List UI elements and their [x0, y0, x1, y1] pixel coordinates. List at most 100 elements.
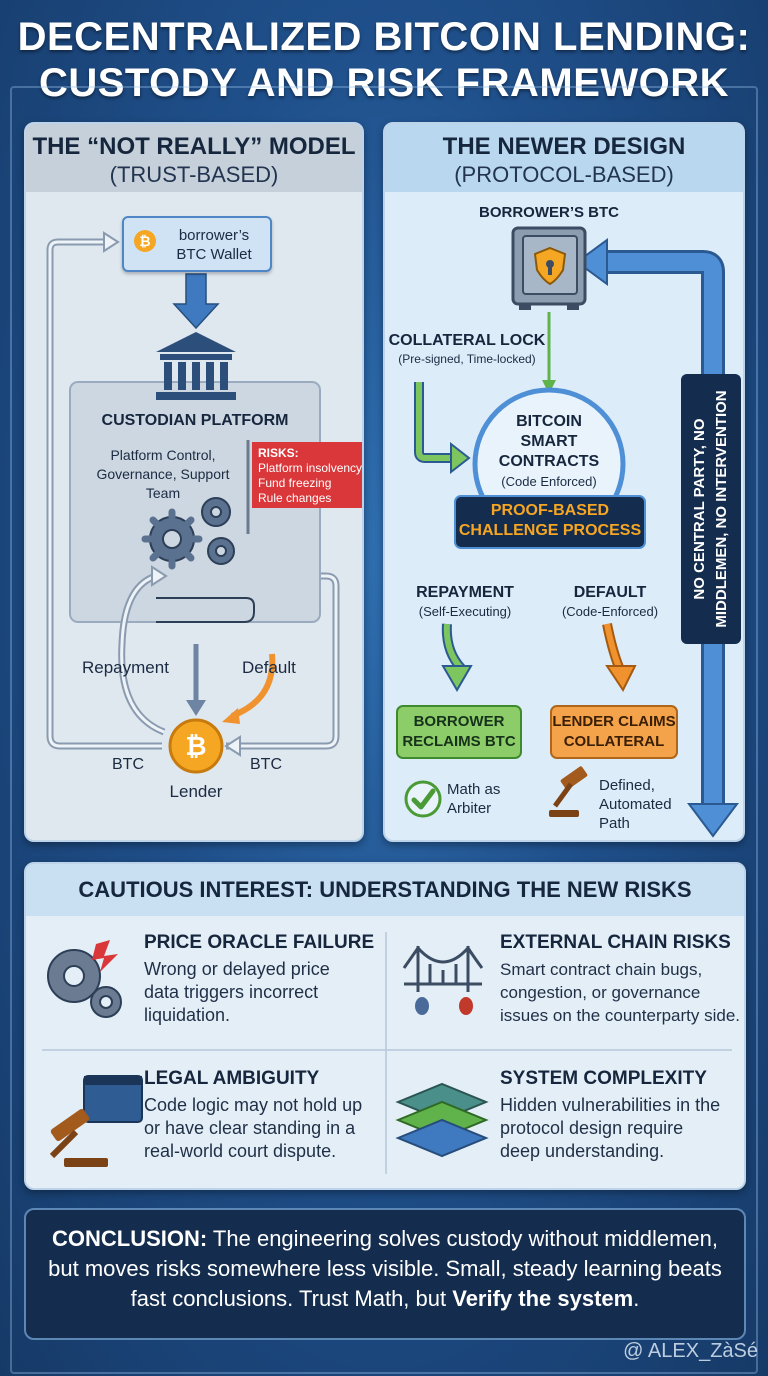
vertical-line-1: NO CENTRAL PARTY, NO [691, 418, 708, 600]
control-line-3: Team [145, 485, 181, 501]
return-arrow-body [597, 253, 722, 814]
wallet-btc-icon: ₿ [134, 230, 156, 252]
right-loop-inner [226, 574, 338, 748]
oracle-line-3: liquidation. [144, 1005, 231, 1025]
bank-icon [156, 332, 236, 400]
risks-graphics [42, 932, 732, 1174]
default-arrowhead [222, 708, 240, 724]
proof-based-text: PROOF-BASED CHALLENGE PROCESS [455, 501, 645, 541]
contract-line-2: SMART [520, 433, 578, 450]
proof-line-2: CHALLENGE PROCESS [458, 522, 642, 539]
smart-contract-text: BITCOIN SMART CONTRACTS (Code Enforced) [485, 412, 613, 489]
oracle-title: PRICE ORACLE FAILURE [144, 932, 375, 953]
left-panel-header: THE “NOT REALLY” MODEL (TRUST-BASED) [26, 124, 362, 192]
title-line-2: CUSTODY AND RISK FRAMEWORK [38, 61, 730, 105]
complexity-title: SYSTEM COMPLEXITY [500, 1068, 707, 1089]
left-diagram-graphics [46, 231, 362, 774]
contract-sub: (Code Enforced) [501, 474, 597, 489]
wallet-line-1: borrower’s [178, 227, 250, 244]
collateral-lock-sub: (Pre-signed, Time-locked) [398, 352, 536, 366]
trust-based-panel: THE “NOT REALLY” MODEL (TRUST-BASED) [24, 122, 364, 842]
risks-heading: CAUTIOUS INTEREST: UNDERSTANDING THE NEW… [26, 864, 744, 916]
conclusion-box: CONCLUSION: The engineering solves custo… [24, 1208, 746, 1340]
vault-safe-icon [511, 226, 587, 310]
layered-circuit-icon [395, 1082, 489, 1158]
complexity-line-2: protocol design require [500, 1118, 684, 1138]
safe-to-contract-arrowhead [542, 380, 556, 394]
risk-rule-changes: Rule changes [258, 491, 332, 505]
borrower-reclaims-box [396, 705, 522, 759]
default-path-arrowhead [605, 665, 637, 692]
lender-coin-symbol: ₿ [185, 731, 207, 761]
bridge-icon [402, 945, 484, 992]
btc-right-label: BTC [250, 756, 282, 773]
return-arrowhead-top [575, 238, 608, 286]
right-panel-subheading: (PROTOCOL-BASED) [454, 162, 674, 187]
repayment-arrow-inner [120, 574, 165, 734]
vertical-line-2: MIDDLEMEN, NO INTERVENTION [713, 390, 730, 628]
break-spark-icon [92, 940, 118, 972]
legal-title: LEGAL AMBIGUITY [144, 1068, 320, 1089]
platform-to-lender-arrowhead [186, 700, 206, 716]
left-panel-heading: THE “NOT REALLY” MODEL [32, 133, 356, 160]
chain-title: EXTERNAL CHAIN RISKS [500, 932, 731, 953]
conclusion-emphasis: Verify the system [452, 1286, 634, 1311]
math-line-2: Arbiter [447, 800, 492, 817]
repayment-arrowhead [151, 565, 168, 587]
borrower-reclaims-text: BORROWER RECLAIMS BTC [397, 712, 521, 752]
repayment-sub: (Self-Executing) [418, 604, 512, 619]
complexity-body: Hidden vulnerabilities in the protocol d… [500, 1094, 744, 1163]
risk-insolvency: Platform insolvency [258, 461, 363, 475]
default-text: DEFAULT (Code-Enforced) [545, 584, 675, 619]
chain-body: Smart contract chain bugs, congestion, o… [500, 958, 744, 1027]
legal-line-1: Code logic may not hold up [144, 1095, 363, 1115]
borrower-wallet-box: ₿ borrower’s BTC Wallet [122, 216, 272, 272]
claims-line-2: COLLATERAL [563, 733, 665, 750]
lender-claims-box [550, 705, 678, 759]
bug-icon [415, 997, 473, 1015]
proof-line-1: PROOF-BASED [490, 502, 610, 519]
page-title: DECENTRALIZED BITCOIN LENDING: CUSTODY A… [0, 14, 768, 106]
reclaim-line-1: BORROWER [413, 713, 505, 730]
chain-line-1: Smart contract chain bugs, [500, 960, 703, 979]
risk-system-complexity: SYSTEM COMPLEXITY Hidden vulnerabilities… [500, 1068, 744, 1163]
right-panel-heading: THE NEWER DESIGN [442, 133, 686, 160]
collateral-arrow-body [416, 382, 455, 461]
conclusion-text: The engineering solves custody without m… [48, 1226, 722, 1311]
legal-gavel-icon [49, 1108, 108, 1167]
conclusion-label: CONCLUSION: [52, 1226, 208, 1251]
risk-external-chain: EXTERNAL CHAIN RISKS Smart contract chai… [500, 932, 744, 1027]
control-line-1: Platform Control, [110, 447, 216, 463]
left-loop-arrowhead [103, 231, 120, 253]
chain-line-2: congestion, or governance [500, 983, 701, 1002]
complexity-line-3: deep understanding. [500, 1141, 665, 1161]
default-label: Default [242, 658, 296, 677]
automated-path-text: Defined, Automated Path [599, 776, 672, 833]
proof-banner [454, 495, 646, 549]
reclaim-line-2: RECLAIMS BTC [402, 733, 516, 750]
code-window-icon [83, 1075, 143, 1123]
vertical-banner-text: NO CENTRAL PARTY, NO MIDDLEMEN, NO INTER… [681, 374, 741, 644]
lender-coin [168, 718, 224, 774]
lender-label: Lender [169, 782, 223, 801]
repayment-path-arrowhead [441, 665, 473, 692]
risk-legal-ambiguity: LEGAL AMBIGUITY Code logic may not hold … [144, 1068, 380, 1163]
collateral-arrowhead [450, 441, 471, 475]
default-arrow [230, 653, 276, 719]
default-title: DEFAULT [573, 584, 647, 601]
risks-title: RISKS: [258, 446, 299, 460]
math-arbiter-text: Math as Arbiter [447, 780, 500, 818]
oracle-body: Wrong or delayed price data triggers inc… [144, 958, 380, 1027]
repayment-label: Repayment [82, 658, 169, 677]
claims-line-1: LENDER CLAIMS [552, 713, 676, 730]
left-loop-inner [48, 240, 162, 748]
right-panel-header: THE NEWER DESIGN (PROTOCOL-BASED) [385, 124, 743, 192]
risk-freezing: Fund freezing [258, 476, 332, 490]
collateral-arrow-outline [414, 382, 455, 463]
oracle-line-1: Wrong or delayed price [144, 959, 330, 979]
new-risks-panel: CAUTIOUS INTEREST: UNDERSTANDING THE NEW… [24, 862, 746, 1190]
collateral-lock-title: COLLATERAL LOCK [388, 332, 546, 349]
left-panel-subheading: (TRUST-BASED) [109, 162, 279, 187]
oracle-line-2: data triggers incorrect [144, 982, 319, 1002]
path-line-2: Automated [599, 796, 672, 813]
